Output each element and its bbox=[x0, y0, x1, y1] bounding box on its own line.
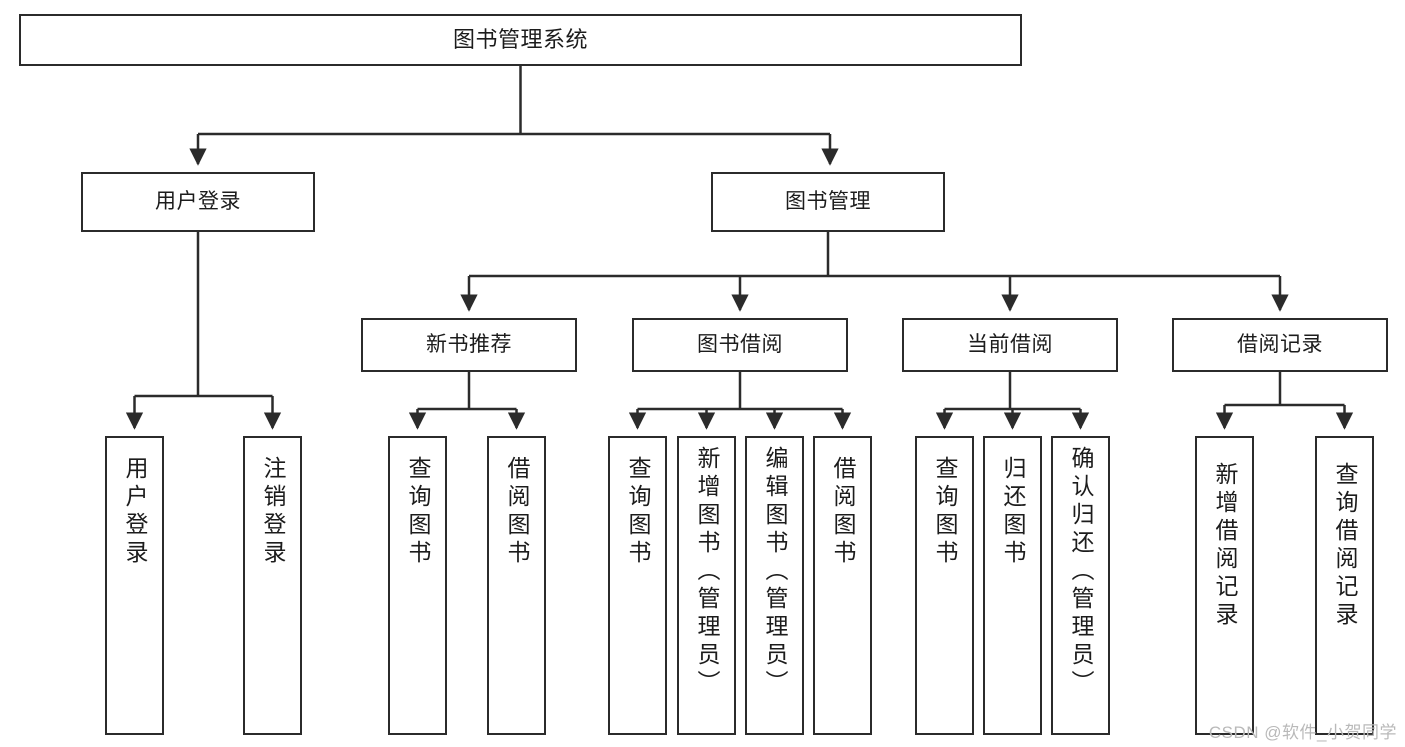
leaf-confirm-return-admin[interactable]: 确认归还（管理员） bbox=[1051, 436, 1110, 735]
leaf-label: 确认归还（管理员） bbox=[1068, 446, 1094, 698]
node-book-management-label: 图书管理 bbox=[785, 190, 871, 214]
node-root-label: 图书管理系统 bbox=[452, 26, 588, 52]
node-borrow-record[interactable]: 借阅记录 bbox=[1172, 318, 1388, 372]
node-borrow-record-label: 借阅记录 bbox=[1237, 333, 1323, 357]
leaf-label: 查询图书 bbox=[625, 456, 651, 568]
node-user-login[interactable]: 用户登录 bbox=[81, 172, 315, 232]
leaf-borrow-book-recommend[interactable]: 借阅图书 bbox=[487, 436, 546, 735]
leaf-label: 查询图书 bbox=[405, 456, 431, 568]
node-book-borrow-label: 图书借阅 bbox=[697, 333, 783, 357]
leaf-label: 编辑图书（管理员） bbox=[762, 446, 788, 698]
leaf-return-book[interactable]: 归还图书 bbox=[983, 436, 1042, 735]
leaf-user-logout[interactable]: 注销登录 bbox=[243, 436, 302, 735]
leaf-label: 借阅图书 bbox=[504, 456, 530, 568]
leaf-label: 新增借阅记录 bbox=[1212, 462, 1238, 630]
leaf-label: 用户登录 bbox=[122, 456, 148, 568]
node-current-borrow-label: 当前借阅 bbox=[967, 333, 1053, 357]
node-root[interactable]: 图书管理系统 bbox=[19, 14, 1022, 66]
node-current-borrow[interactable]: 当前借阅 bbox=[902, 318, 1118, 372]
leaf-query-book-recommend[interactable]: 查询图书 bbox=[388, 436, 447, 735]
watermark-text: CSDN @软件_小贺同学 bbox=[1208, 723, 1397, 742]
leaf-user-login[interactable]: 用户登录 bbox=[105, 436, 164, 735]
leaf-query-borrow-record[interactable]: 查询借阅记录 bbox=[1315, 436, 1374, 735]
leaf-query-book-current[interactable]: 查询图书 bbox=[915, 436, 974, 735]
leaf-query-book-borrow[interactable]: 查询图书 bbox=[608, 436, 667, 735]
node-book-management[interactable]: 图书管理 bbox=[711, 172, 945, 232]
node-new-book-recommend[interactable]: 新书推荐 bbox=[361, 318, 577, 372]
leaf-label: 新增图书（管理员） bbox=[694, 446, 720, 698]
leaf-label: 查询图书 bbox=[932, 456, 958, 568]
node-user-login-label: 用户登录 bbox=[155, 190, 241, 214]
leaf-add-borrow-record[interactable]: 新增借阅记录 bbox=[1195, 436, 1254, 735]
leaf-label: 查询借阅记录 bbox=[1332, 462, 1358, 630]
node-new-book-recommend-label: 新书推荐 bbox=[426, 333, 512, 357]
leaf-label: 归还图书 bbox=[1000, 456, 1026, 568]
leaf-edit-book-admin[interactable]: 编辑图书（管理员） bbox=[745, 436, 804, 735]
leaf-label: 借阅图书 bbox=[830, 456, 856, 568]
leaf-add-book-admin[interactable]: 新增图书（管理员） bbox=[677, 436, 736, 735]
node-book-borrow[interactable]: 图书借阅 bbox=[632, 318, 848, 372]
leaf-label: 注销登录 bbox=[260, 456, 286, 568]
leaf-borrow-book[interactable]: 借阅图书 bbox=[813, 436, 872, 735]
